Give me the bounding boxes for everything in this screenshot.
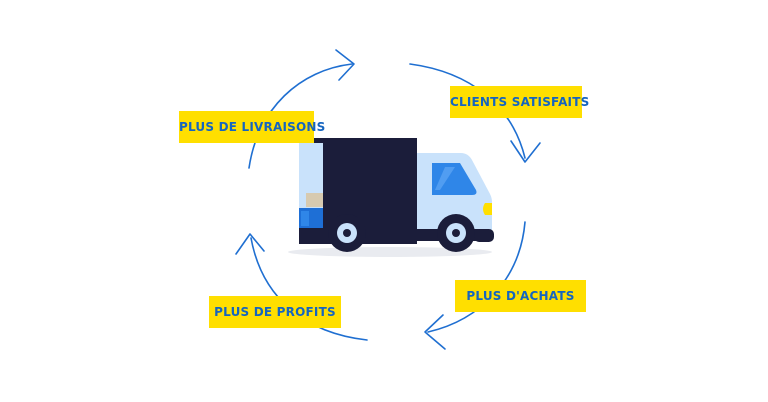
label-plus-de-livraisons: PLUS DE LIVRAISONS (179, 111, 325, 143)
label-clients-satisfaits: CLIENTS SATISFAITS (450, 86, 589, 118)
cycle-arrow-icon (248, 49, 355, 169)
label-plus-d-achats: PLUS D'ACHATS (455, 280, 586, 312)
delivery-truck-icon (288, 138, 494, 257)
label-plus-de-profits: PLUS DE PROFITS (209, 296, 341, 328)
